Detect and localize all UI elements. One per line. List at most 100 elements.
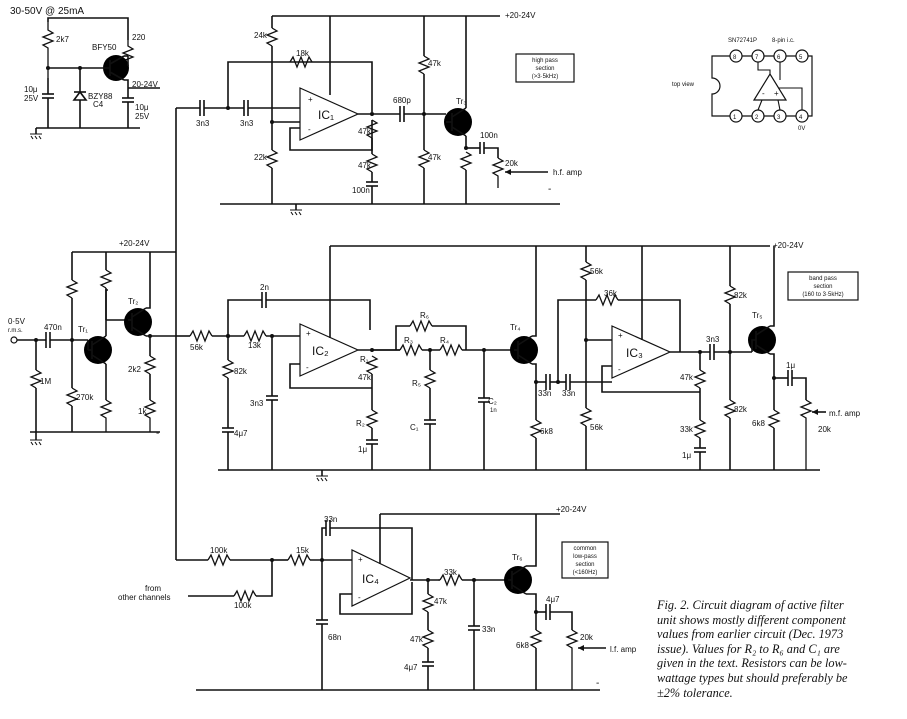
bp-c2-label: C₂: [488, 397, 497, 406]
lp-title-line1: common: [573, 546, 596, 552]
power-regulator: 30-50V @ 25mA 2k7 220 BFY50 BZY88 C4 10μ…: [10, 6, 160, 140]
caption-line-3: values from earlier circuit (Dec. 1973: [657, 627, 844, 642]
pinout-package-label: 8-pin i.c.: [772, 38, 795, 44]
lp-resistor-47k-a-label: 47k: [434, 597, 448, 606]
bp-resistor-r5: [423, 369, 437, 389]
bp-pot-label: 20k: [818, 425, 832, 434]
resistor-270k: [65, 387, 79, 407]
lp-resistor-100k-a: [207, 553, 231, 567]
low-pass-title-box: [561, 541, 609, 579]
bp-resistor-56k-bottom-label: 56k: [590, 423, 604, 432]
bp-resistor-13k: [243, 329, 267, 343]
pin-8: 8: [733, 55, 737, 61]
lp-title-line4: (<160Hz): [573, 570, 598, 576]
resistor-1m: [29, 369, 43, 389]
bp-r1-value: 47k: [358, 373, 372, 382]
tr5-label: Tr₅: [752, 311, 762, 320]
bp-resistor-56k: [189, 329, 213, 343]
hp-resistor-18k-label: 18k: [296, 49, 310, 58]
bp-resistor-56k-bottom: [579, 407, 593, 427]
resistor-1m-label: 1M: [40, 377, 51, 386]
input-minus-label: -: [156, 428, 159, 439]
bp-title-line2: section: [813, 284, 832, 290]
pin-2: 2: [755, 115, 759, 121]
hp-resistor-div2-label: 47k: [358, 161, 372, 170]
hp-pot-label: 20k: [505, 159, 519, 168]
supply-input-label: 30-50V @ 25mA: [10, 6, 84, 17]
cap1-voltage: 25V: [24, 94, 39, 103]
ic3-label: IC₃: [626, 346, 643, 360]
zener-label: BZY88: [88, 92, 113, 101]
hp-resistor-tr-bottom: [417, 149, 431, 169]
hp-resistor-22k-label: 22k: [254, 153, 268, 162]
transistor-tr2: [124, 308, 152, 336]
ic4-plus-sign: +: [358, 555, 363, 564]
tr1-label: Tr₁: [78, 325, 88, 334]
hp-resistor-tr-top-label: 47k: [428, 59, 442, 68]
high-pass-title-box: [515, 53, 575, 83]
lp-resistor-47k-a: [421, 593, 435, 613]
caption-line-6: wattage types but should preferably be: [657, 670, 848, 685]
resistor-2k7-label: 2k7: [56, 35, 69, 44]
hp-resistor-18k: [289, 55, 313, 69]
lp-cap-68n: 68n: [328, 633, 341, 642]
bp-c2-value: 1n: [490, 408, 497, 414]
cap1-value: 10μ: [24, 85, 38, 94]
bp-cap-3n3-out: 3n3: [706, 335, 720, 344]
pinout-opamp-symbol: [752, 72, 788, 101]
opamp-ic2: [299, 323, 360, 377]
pin-3: 3: [777, 115, 781, 121]
bp-resistor-33k-label: 33k: [680, 425, 694, 434]
lp-other-channels-label: other channels: [118, 593, 170, 602]
transistor-tr3: [444, 108, 472, 136]
band-pass-section: +20-24V 56k 2n 13k 3n3 82k 4μ7 + - IC₂: [176, 241, 861, 482]
hp-cap-div-label: 100n: [352, 186, 370, 195]
pinout-plus: +: [774, 89, 779, 98]
opamp-ic3: [611, 325, 672, 379]
ic1-plus-sign: +: [308, 95, 313, 104]
pinout-part-label: SN72741P: [728, 38, 757, 44]
ic3-plus-sign: +: [618, 331, 623, 340]
bp-resistor-47k-ic3-label: 47k: [680, 373, 694, 382]
transistor-tr4: [510, 336, 538, 364]
bp-resistor-r1: [365, 355, 379, 375]
bp-resistor-r6: [409, 319, 433, 333]
low-pass-section: +20-24V 100k from other channels 100k 15…: [118, 505, 637, 691]
input-cap-label: 470n: [44, 323, 62, 332]
tr2-label: Tr₂: [128, 297, 138, 306]
ic2-minus-sign: -: [306, 363, 309, 372]
high-pass-section: +20-24V 3n3 3n3 18k 24k 22k + - IC₁ 47k: [176, 11, 582, 216]
bp-resistor-56k-top: [579, 261, 593, 281]
bp-r2-label: R₂: [356, 419, 365, 428]
lp-title-line2: low-pass: [573, 554, 597, 560]
lp-resistor-100k-b: [233, 589, 257, 603]
cap2-voltage: 25V: [135, 112, 150, 121]
input-terminal[interactable]: [10, 336, 18, 344]
lp-resistor-47k-b: [421, 629, 435, 649]
hp-resistor-div1: [365, 119, 379, 139]
resistor-tr1-emitter: [99, 399, 113, 432]
lp-resistor-33k-label: 33k: [444, 568, 458, 577]
resistor-2k2: [143, 355, 157, 375]
ic4-label: IC₄: [362, 572, 379, 586]
resistor-1k-label: 1k: [138, 407, 147, 416]
bp-pot-20k: [799, 399, 813, 470]
bp-resistor-6k8-tr4: [529, 419, 543, 439]
regulated-output-label: 20-24V: [132, 80, 158, 89]
bp-cap-3n3-label: 3n3: [250, 399, 264, 408]
pin-4-label: 0V: [798, 126, 805, 132]
lp-resistor-15k: [287, 553, 311, 567]
bp-resistor-82k: [221, 359, 235, 379]
bp-title-line3: (160 to 3·5kHz): [802, 292, 843, 298]
input-ground-icon: [30, 439, 42, 446]
input-level-label: 0·5V: [8, 317, 26, 326]
hp-title-line1: high pass: [532, 58, 558, 64]
bp-resistor-56k-top-label: 56k: [590, 267, 604, 276]
hp-title-line2: section: [535, 66, 554, 72]
hp-resistor-div1-label: 47k: [358, 127, 372, 136]
lp-output-label: l.f. amp: [610, 645, 637, 654]
bp-resistor-82k-top: [723, 285, 737, 305]
zener-suffix-label: C4: [93, 100, 104, 109]
resistor-bias-top: [65, 279, 79, 299]
